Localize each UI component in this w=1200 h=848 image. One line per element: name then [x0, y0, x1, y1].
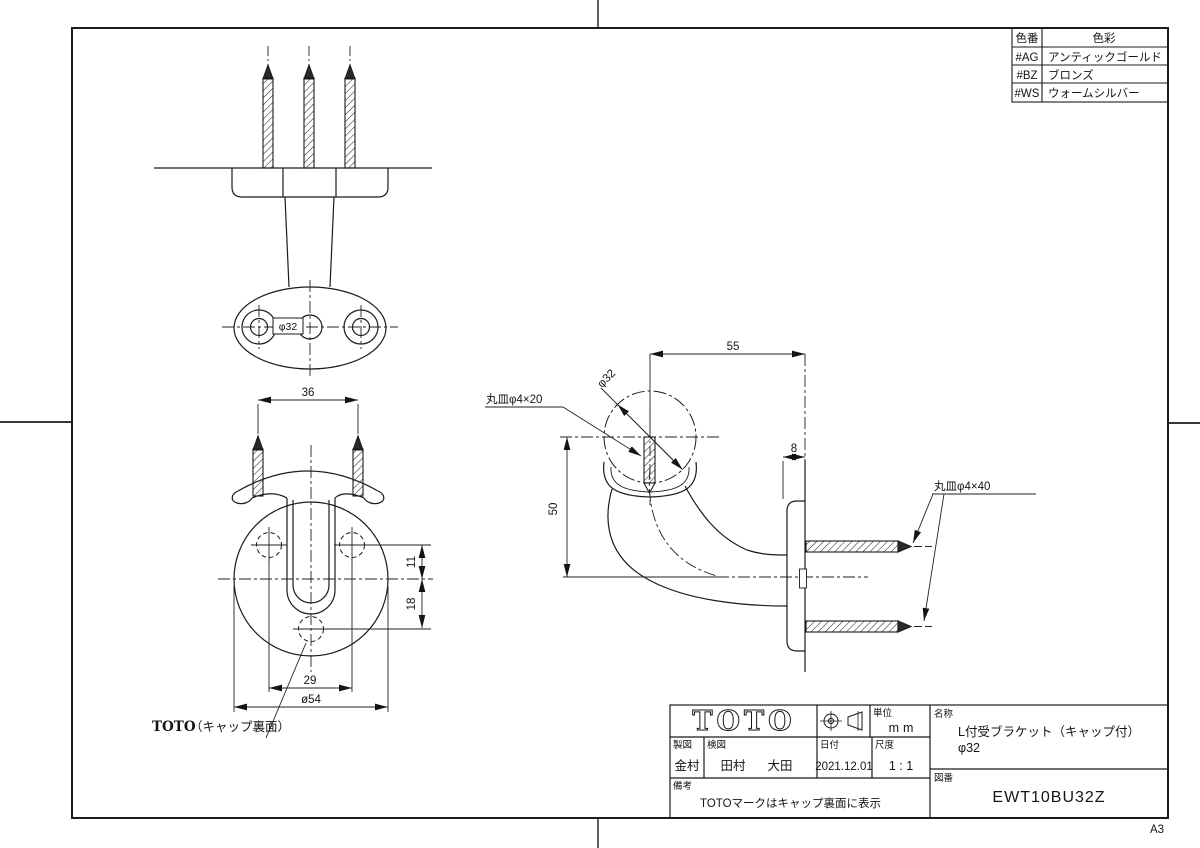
projection-symbol-icon	[820, 711, 863, 731]
dim-arm-drop: 50	[548, 503, 560, 516]
wood-screws-front	[252, 434, 364, 497]
scale-label: 尺度	[875, 739, 895, 751]
cap-screw	[643, 436, 656, 495]
date-label: 日付	[820, 740, 840, 751]
dim-plate-dia: ø54	[301, 694, 321, 706]
name-label: 名称	[934, 708, 954, 720]
color-table-header-code: 色番	[1016, 31, 1039, 45]
front-view: 36	[152, 387, 433, 739]
dim-hole-drop: 18	[406, 598, 418, 611]
wood-screws-top	[262, 63, 356, 169]
screw-note-front: 丸皿φ4×20	[486, 393, 542, 406]
dim-hole-span: 29	[304, 675, 317, 687]
cap-note-text: （キャップ裏面）	[190, 719, 290, 734]
color-table-header-name: 色彩	[1093, 31, 1116, 45]
checker-name-1: 田村	[720, 759, 746, 773]
side-view: 55 8 φ32 丸皿φ4×20	[485, 341, 1036, 672]
scale-value: 1 : 1	[889, 759, 913, 773]
color-code: #WS	[1015, 88, 1040, 100]
dia-box-label: φ32	[279, 321, 298, 333]
dim-plate-thickness: 8	[791, 443, 797, 455]
toto-logo: TOTO	[692, 706, 795, 737]
checker-label: 検図	[707, 739, 726, 751]
dim-arm-reach: 55	[727, 341, 740, 353]
color-code: #AG	[1015, 52, 1038, 64]
color-name: ウォームシルバー	[1048, 87, 1140, 100]
remarks-text: TOTOマークはキャップ裏面に表示	[700, 796, 881, 810]
number-label: 図番	[934, 772, 954, 784]
product-name-line1: L付受ブラケット（キャップ付）	[958, 724, 1140, 739]
screw-note-side: 丸皿φ4×40	[934, 480, 990, 493]
dim-screw-span: 36	[302, 387, 315, 399]
color-table: 色番 色彩 #AG アンティックゴールド #BZ ブロンズ #WS ウォームシル…	[1011, 27, 1169, 103]
date-value: 2021.12.01	[815, 761, 873, 773]
unit-value: mm	[889, 721, 918, 735]
sheet-size-label: A3	[1150, 824, 1164, 836]
product-name-line2: φ32	[958, 741, 980, 755]
remarks-label: 備考	[673, 780, 692, 792]
dim-hole-offset: 11	[406, 556, 418, 568]
unit-label: 単位	[873, 707, 893, 719]
dia-box-frame	[272, 317, 304, 335]
color-name: アンティックゴールド	[1048, 50, 1162, 64]
color-code: #BZ	[1016, 70, 1037, 82]
plan-view: φ32	[154, 46, 432, 376]
drafter-label: 製図	[673, 739, 692, 751]
title-block: TOTO 単位 mm 製図 金村 検図 田村 大田 日付 2021.12.01 …	[669, 704, 1169, 819]
checker-name-2: 大田	[767, 759, 792, 773]
cap-note-logo: TOTO	[152, 719, 196, 735]
drafter-name: 金村	[674, 758, 700, 773]
wall-screws	[805, 540, 913, 633]
dia-diag-label: φ32	[595, 367, 618, 390]
drawing-number: EWT10BU32Z	[992, 789, 1105, 806]
color-name: ブロンズ	[1048, 68, 1094, 82]
